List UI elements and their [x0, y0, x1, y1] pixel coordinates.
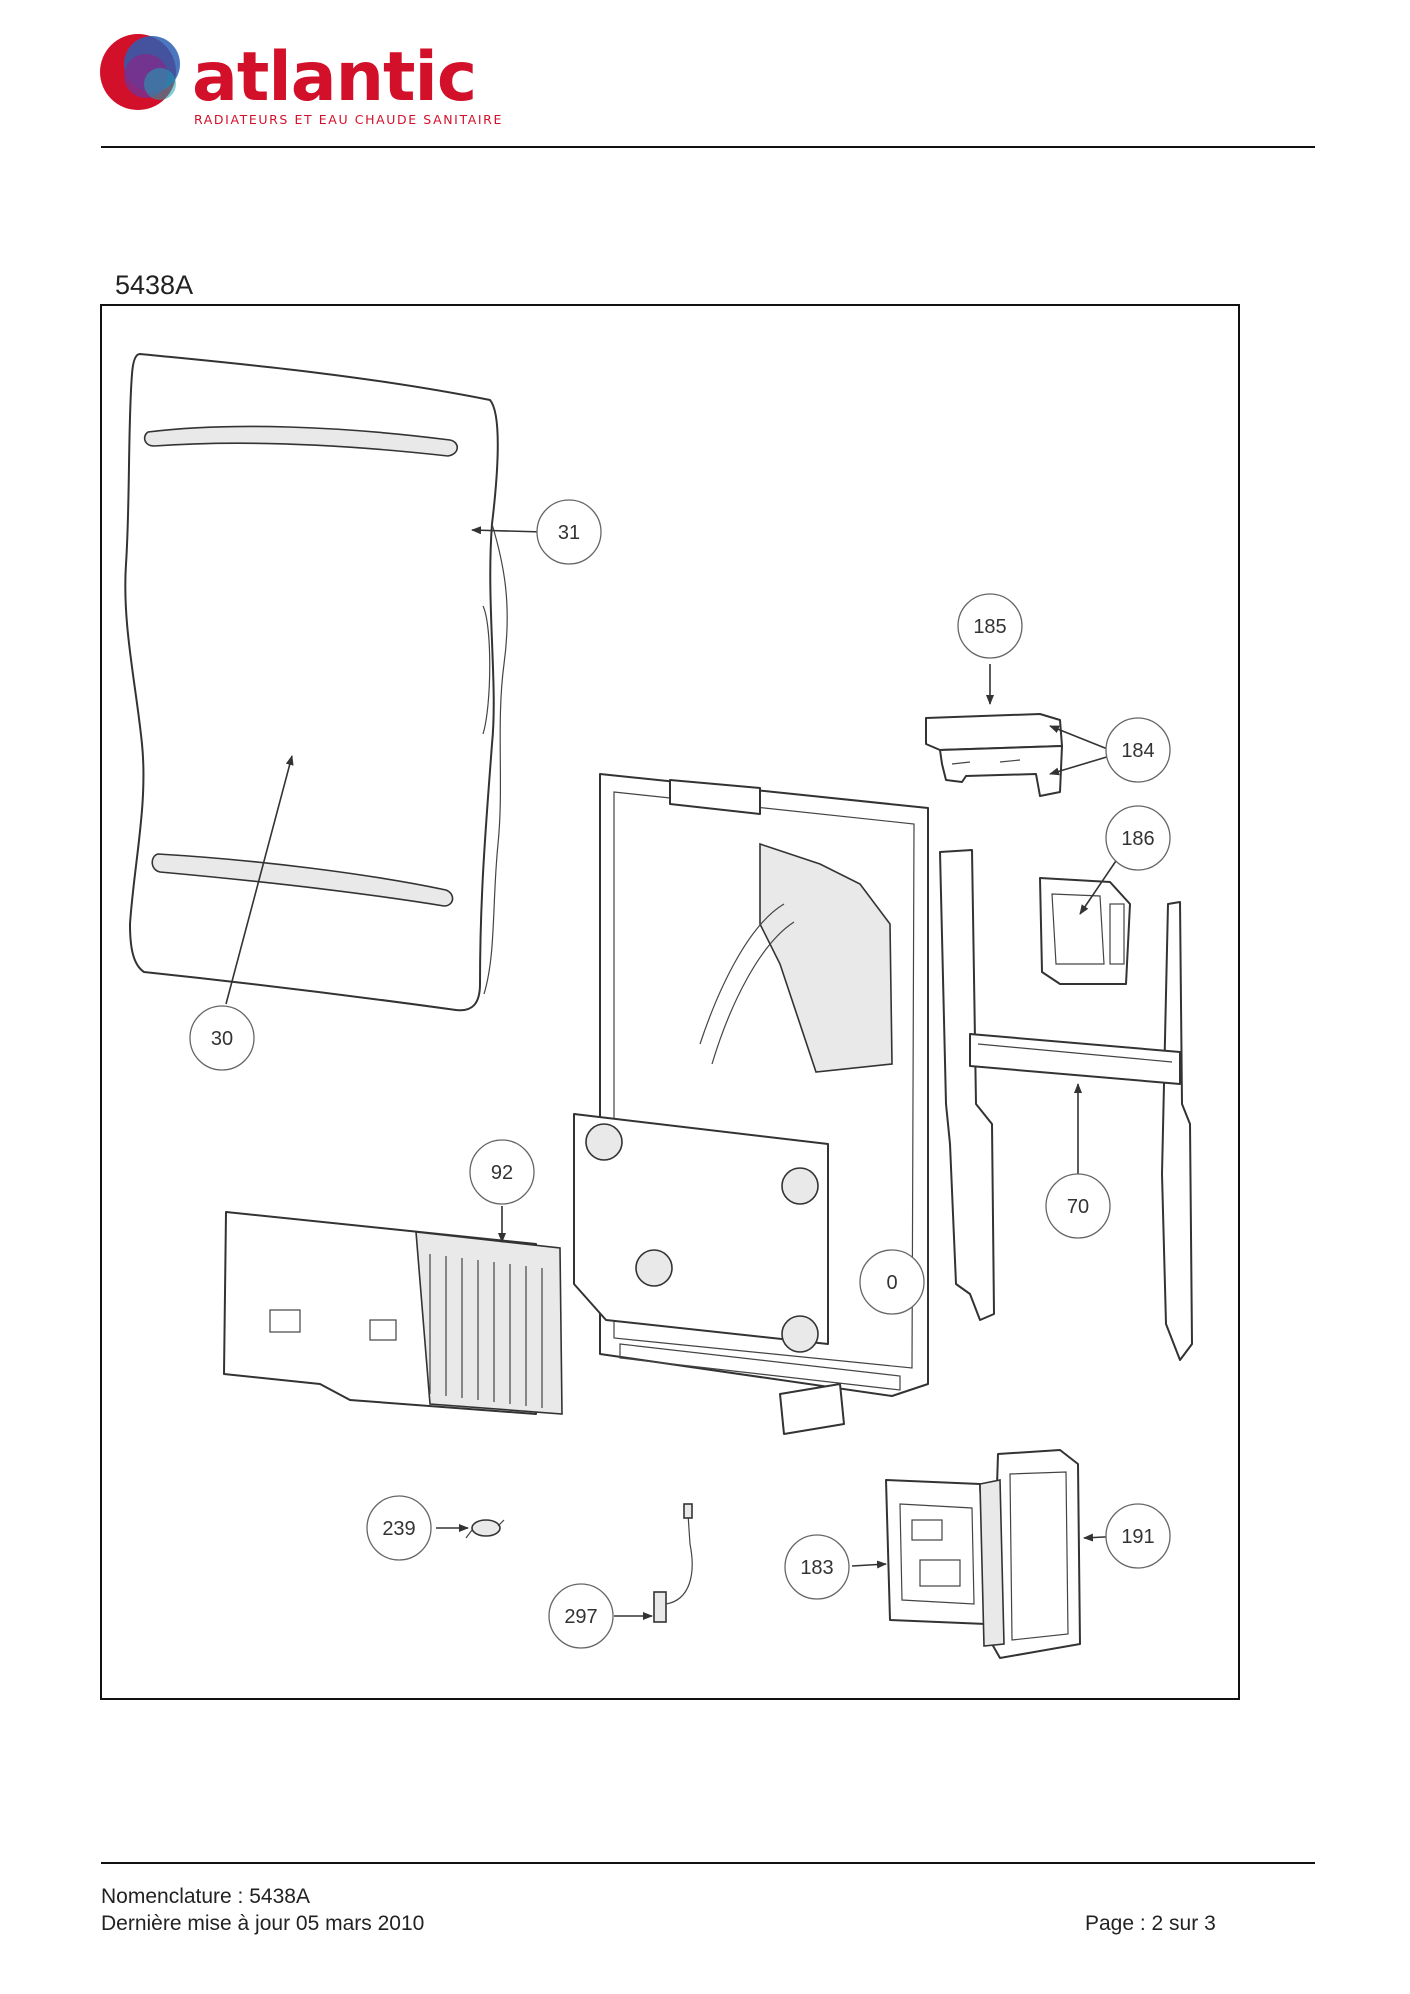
- atlantic-logo: atlantic RADIATEURS ET EAU CHAUDE SANITA…: [100, 34, 503, 127]
- callout-239: 239: [366, 1495, 432, 1561]
- callout-186: 186: [1105, 805, 1171, 871]
- part-label-31: 31: [558, 522, 580, 544]
- part-label-191: 191: [1121, 1526, 1154, 1548]
- logo-mark-teal: [144, 68, 176, 100]
- temperature-probe: [653, 1503, 693, 1623]
- footer-last-updated: Dernière mise à jour 05 mars 2010: [101, 1912, 425, 1935]
- document-code: 5438A: [115, 270, 194, 300]
- callout-191: 191: [1105, 1503, 1171, 1569]
- part-label-183: 183: [800, 1557, 833, 1579]
- thermal-cutout: [465, 1519, 505, 1539]
- part-label-70: 70: [1067, 1196, 1089, 1218]
- part-label-30: 30: [211, 1028, 233, 1050]
- callout-183: 183: [784, 1534, 850, 1600]
- exploded-parts-diagram: 31 30 185 184 186 92 70 0 239 297 183: [100, 304, 1240, 1700]
- thermostat-housing: [925, 713, 1063, 797]
- footer-rule: [101, 1862, 1315, 1864]
- header-rule: [101, 146, 1315, 148]
- control-board: [885, 1479, 987, 1625]
- part-label-184: 184: [1121, 740, 1154, 762]
- part-label-297: 297: [564, 1606, 597, 1628]
- part-label-186: 186: [1121, 828, 1154, 850]
- control-box: [979, 1449, 1081, 1659]
- footer-nomenclature: Nomenclature : 5438A: [101, 1885, 310, 1908]
- brand-tagline: RADIATEURS ET EAU CHAUDE SANITAIRE: [194, 112, 503, 127]
- wall-bracket-rails: [939, 849, 1193, 1361]
- electronic-board: [1039, 877, 1131, 985]
- heating-element: [223, 1211, 563, 1415]
- callout-185: 185: [957, 593, 1023, 659]
- part-label-92: 92: [491, 1162, 513, 1184]
- part-label-185: 185: [973, 616, 1006, 638]
- callout-0: 0: [859, 1249, 925, 1315]
- callout-30: 30: [189, 1005, 255, 1071]
- callout-70: 70: [1045, 1173, 1111, 1239]
- part-label-0: 0: [886, 1272, 897, 1294]
- callout-297: 297: [548, 1583, 614, 1649]
- brand-name: atlantic: [192, 38, 476, 117]
- front-cover-panel: [124, 353, 508, 1012]
- footer-page-number: Page : 2 sur 3: [1085, 1912, 1216, 1935]
- callout-31: 31: [536, 499, 602, 565]
- heater-chassis: [573, 773, 929, 1435]
- part-label-239: 239: [382, 1518, 415, 1540]
- callout-184: 184: [1105, 717, 1171, 783]
- callout-92: 92: [469, 1139, 535, 1205]
